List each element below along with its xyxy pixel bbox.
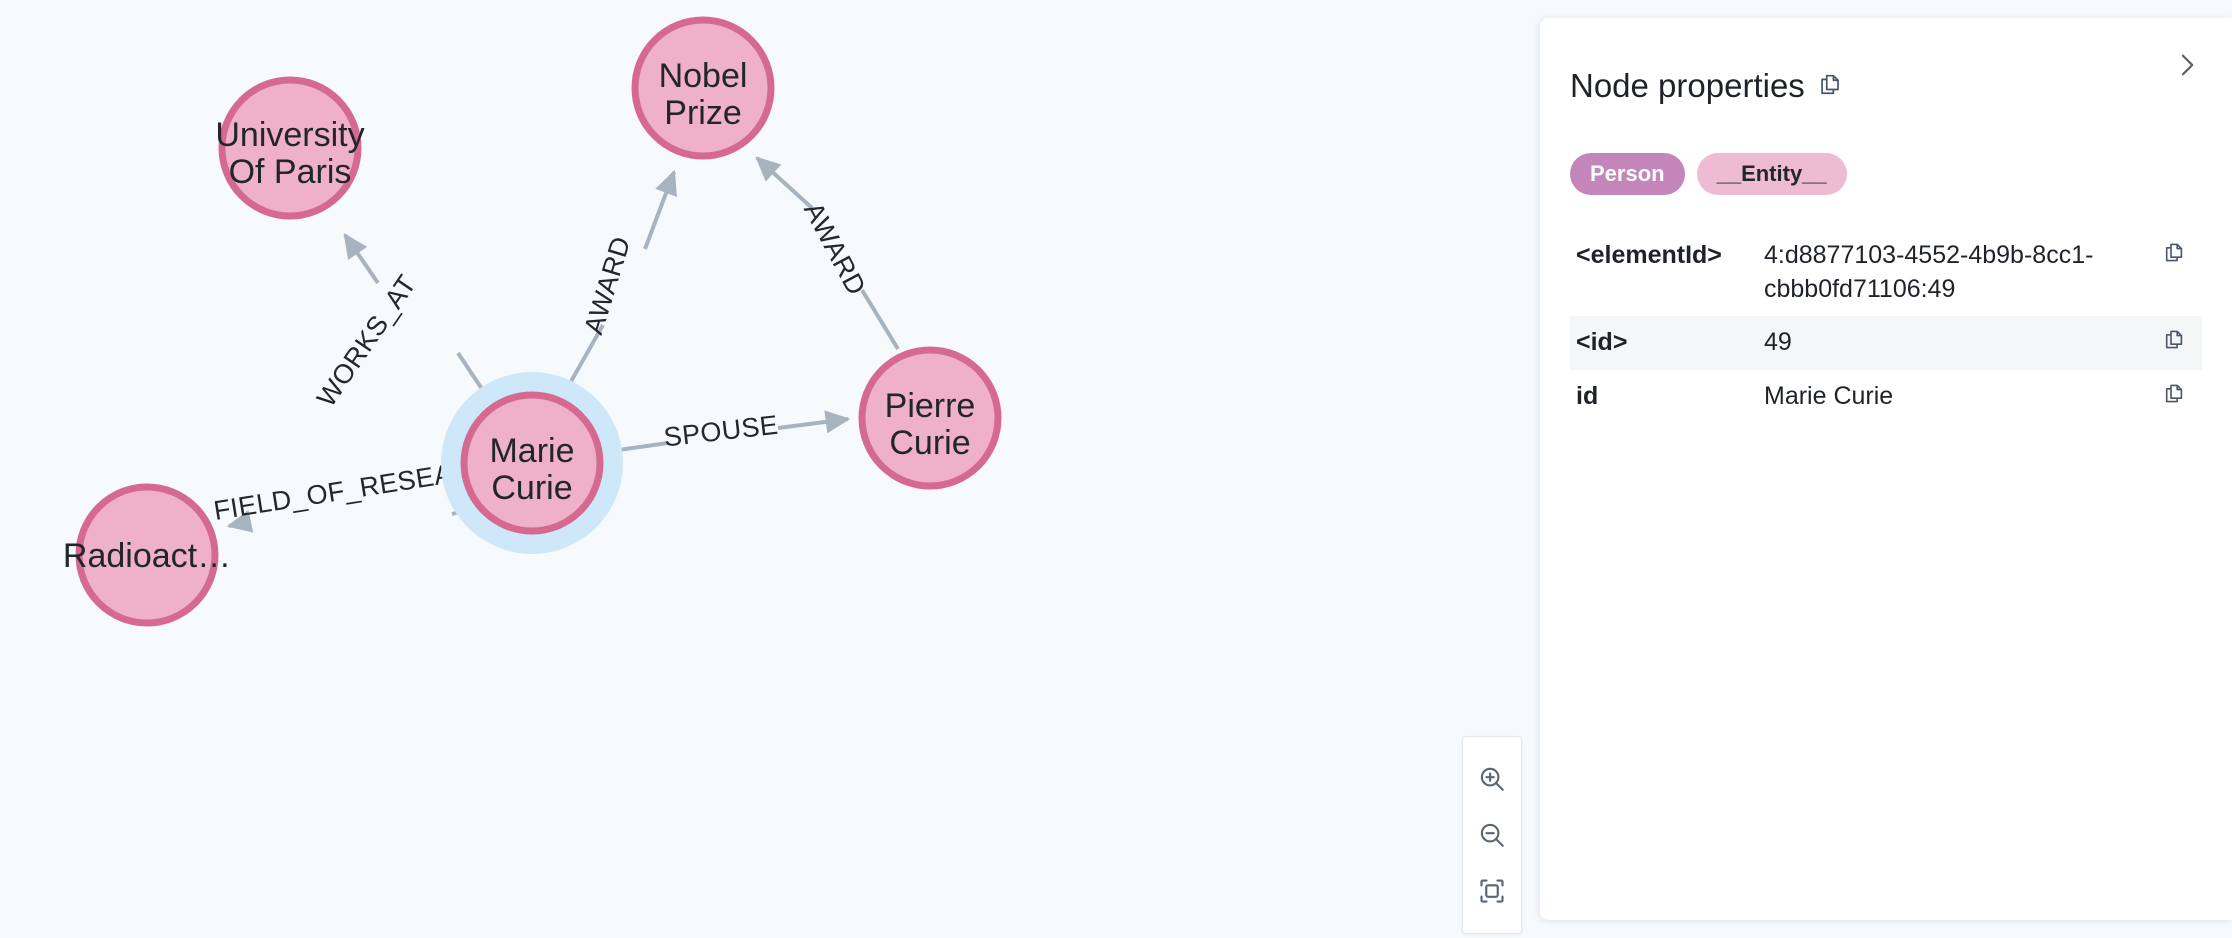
- node-label-badge-person[interactable]: Person: [1570, 152, 1685, 195]
- zoom-controls: [1462, 736, 1522, 934]
- fit-to-screen-button[interactable]: [1469, 868, 1515, 914]
- node-label-radioactivity-line1: Radioact…: [63, 537, 231, 575]
- node-label-marie-curie-line2: Curie: [491, 469, 572, 507]
- copy-property-button[interactable]: [2156, 326, 2192, 356]
- property-key: id: [1576, 382, 1599, 411]
- node-label-badges: Person __Entity__: [1570, 152, 2202, 195]
- edge-label-award-pierre: AWARD: [798, 197, 872, 300]
- panel-header: Node properties: [1570, 46, 2202, 127]
- edge-label-award-marie: AWARD: [578, 233, 636, 338]
- node-marie-curie[interactable]: Marie Curie: [441, 372, 623, 554]
- property-key: <elementId>: [1576, 240, 1722, 269]
- copy-icon: [1817, 72, 1843, 101]
- zoom-in-button[interactable]: [1469, 756, 1515, 802]
- node-label-university-of-paris-line2: Of Paris: [229, 153, 352, 191]
- node-label-nobel-prize-line1: Nobel: [659, 57, 748, 95]
- node-label-badge-entity[interactable]: __Entity__: [1696, 152, 1847, 195]
- copy-icon: [2162, 382, 2186, 409]
- copy-property-button[interactable]: [2156, 380, 2192, 410]
- panel-title-wrap: Node properties: [1570, 46, 1843, 127]
- node-university-of-paris[interactable]: University Of Paris: [215, 76, 365, 220]
- copy-icon: [2162, 328, 2186, 355]
- property-row-id-internal: <id> 49: [1570, 316, 2202, 371]
- edge-spouse[interactable]: SPOUSE: [603, 410, 851, 454]
- graph-svg[interactable]: WORKS_AT AWARD AWARD: [0, 0, 1539, 938]
- edge-award-marie[interactable]: AWARD: [563, 169, 677, 393]
- edge-label-spouse: SPOUSE: [662, 410, 780, 453]
- zoom-out-icon: [1477, 820, 1507, 850]
- nodes-layer: University Of Paris Nobel Prize Pierre C…: [63, 16, 1002, 627]
- zoom-out-button[interactable]: [1469, 812, 1515, 858]
- copy-all-properties-button[interactable]: [1817, 72, 1843, 101]
- node-nobel-prize[interactable]: Nobel Prize: [631, 16, 775, 160]
- node-label-university-of-paris-line1: University: [215, 116, 364, 154]
- edge-award-pierre[interactable]: AWARD: [755, 156, 900, 351]
- panel-title: Node properties: [1570, 67, 1805, 105]
- property-rows: <elementId> 4:d8877103-4552-4b9b-8cc1-cb…: [1570, 229, 2202, 424]
- copy-property-button[interactable]: [2156, 239, 2192, 269]
- property-value: Marie Curie: [1764, 382, 1894, 411]
- node-properties-panel: Node properties: [1540, 18, 2232, 920]
- node-pierre-curie[interactable]: Pierre Curie: [858, 346, 1002, 490]
- node-label-pierre-curie-line2: Curie: [889, 424, 970, 462]
- property-value: 4:d8877103-4552-4b9b-8cc1-cbbb0fd71106:4…: [1764, 240, 2094, 303]
- copy-icon: [2162, 241, 2186, 268]
- graph-canvas[interactable]: WORKS_AT AWARD AWARD: [0, 0, 1539, 938]
- node-label-pierre-curie-line1: Pierre: [885, 387, 976, 425]
- property-row-id: id Marie Curie: [1570, 370, 2202, 424]
- fit-to-screen-icon: [1477, 876, 1507, 906]
- chevron-right-icon: [2172, 50, 2202, 83]
- node-label-marie-curie-line1: Marie: [489, 432, 574, 470]
- node-label-nobel-prize-line2: Prize: [664, 94, 741, 132]
- property-row-elementid: <elementId> 4:d8877103-4552-4b9b-8cc1-cb…: [1570, 229, 2202, 317]
- property-key: <id>: [1576, 328, 1628, 357]
- zoom-in-icon: [1477, 764, 1507, 794]
- edge-label-works-at: WORKS_AT: [311, 269, 422, 412]
- node-radioactivity[interactable]: Radioact…: [63, 483, 231, 627]
- panel-collapse-button[interactable]: [2172, 50, 2202, 83]
- edge-works-at[interactable]: WORKS_AT: [311, 233, 494, 412]
- property-value: 49: [1764, 328, 1792, 357]
